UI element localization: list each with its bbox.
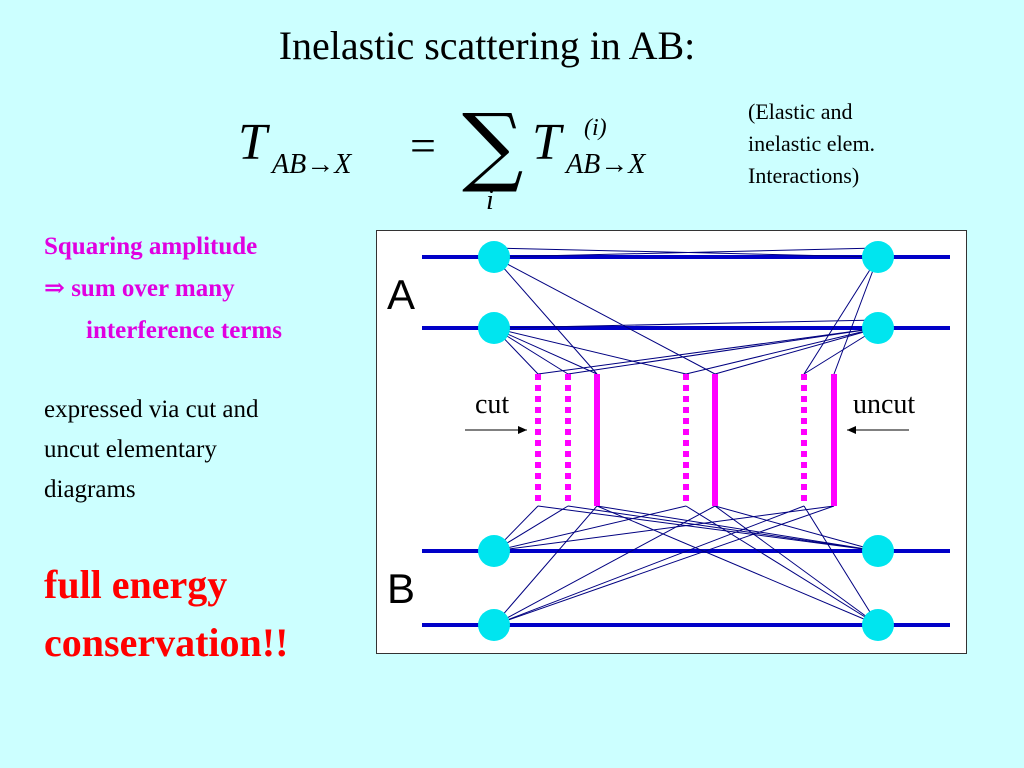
connection-line <box>493 505 687 552</box>
energy-line-2: conservation!! <box>44 620 289 665</box>
connection-line <box>567 327 879 375</box>
label-a: A <box>387 271 415 318</box>
pomeron-lines <box>535 374 837 506</box>
amplitude-formula: T AB→X = ∑ i T (i) AB→X <box>238 96 646 216</box>
formula-rhs-superscript: (i) <box>584 115 607 141</box>
vertex-bR1 <box>862 535 894 567</box>
formula-lhs-t: T <box>238 114 270 171</box>
vertex-aL2 <box>478 312 510 344</box>
note-line-1: (Elastic and <box>748 99 853 124</box>
nucleon-vertices <box>478 241 894 641</box>
elastic-note: (Elastic and inelastic elem. Interaction… <box>748 96 875 192</box>
squaring-line-2: ⇒ sum over many <box>44 268 282 310</box>
connection-line <box>493 505 716 626</box>
squaring-line-2-text: sum over many <box>71 275 235 302</box>
connection-line <box>493 505 835 626</box>
connection-line <box>833 256 879 375</box>
vertex-bL2 <box>478 609 510 641</box>
connection-line <box>493 327 687 375</box>
connection-line <box>493 327 598 375</box>
vertex-aL1 <box>478 241 510 273</box>
connection-line <box>714 505 879 552</box>
connection-line <box>596 505 879 552</box>
connection-line <box>596 505 879 626</box>
connection-line <box>803 505 879 626</box>
connection-line <box>685 505 879 626</box>
label-cut: cut <box>475 389 509 420</box>
formula-sum-sign: ∑ <box>462 96 523 196</box>
implies-arrow: ⇒ <box>44 275 65 302</box>
uncut-arrow <box>847 426 909 434</box>
vertex-aR1 <box>862 241 894 273</box>
connection-line <box>493 256 716 375</box>
connection-line <box>537 327 879 375</box>
cut-arrow <box>465 426 527 434</box>
connection-line <box>493 256 598 375</box>
vertex-bL1 <box>478 535 510 567</box>
expressed-line-1: expressed via cut and <box>44 396 259 423</box>
formula-sum-index: i <box>486 185 494 216</box>
expressed-line-3: diagrams <box>44 476 136 503</box>
connection-line <box>493 319 879 329</box>
formula-rhs-t: T <box>532 114 564 171</box>
connection-line <box>493 505 598 626</box>
vertex-bR2 <box>862 609 894 641</box>
vertex-aR2 <box>862 312 894 344</box>
formula-equals: = <box>410 120 436 171</box>
energy-conservation-text: full energy conservation!! <box>44 556 288 672</box>
squaring-text: Squaring amplitude ⇒ sum over many inter… <box>44 226 282 352</box>
connection-line <box>493 505 805 626</box>
expressed-text: expressed via cut and uncut elementary d… <box>44 390 259 510</box>
connection-line <box>493 247 879 258</box>
connection-lines <box>493 247 879 626</box>
formula-rhs-subscript: AB→X <box>564 149 646 180</box>
squaring-line-3: interference terms <box>86 317 282 344</box>
scattering-diagram: A B cut uncut <box>376 230 967 654</box>
expressed-line-2: uncut elementary <box>44 436 217 463</box>
formula-lhs-subscript: AB→X <box>270 149 352 180</box>
page-title: Inelastic scattering in AB: <box>278 23 696 68</box>
energy-line-1: full energy <box>44 562 228 607</box>
note-line-3: Interactions) <box>748 163 860 188</box>
connection-line <box>537 505 879 552</box>
label-uncut: uncut <box>853 389 915 420</box>
connection-line <box>714 327 879 375</box>
connection-line <box>685 327 879 375</box>
note-line-2: inelastic elem. <box>748 131 876 156</box>
connection-line <box>714 505 879 626</box>
connection-line <box>493 505 835 552</box>
connection-line <box>803 256 879 375</box>
label-b: B <box>387 565 415 612</box>
squaring-line-1: Squaring amplitude <box>44 233 258 260</box>
